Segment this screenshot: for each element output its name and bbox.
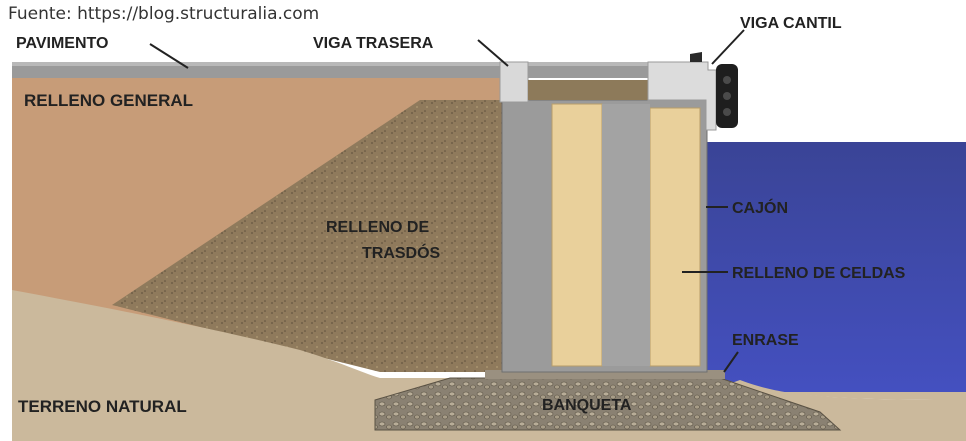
label-relleno-celdas: RELLENO DE CELDAS — [732, 265, 906, 282]
viga-trasera — [499, 61, 529, 103]
celda-1 — [551, 103, 603, 367]
viga-cantil — [647, 61, 717, 131]
label-banqueta: BANQUETA — [542, 397, 632, 414]
label-viga-cantil: VIGA CANTIL — [740, 15, 842, 32]
celda-2 — [649, 107, 701, 367]
source-caption: Fuente: https://blog.structuralia.com — [8, 4, 319, 24]
enrase-layer — [485, 370, 725, 379]
label-relleno-trasdos-1: RELLENO DE — [326, 219, 429, 236]
relleno-trasdos-area — [112, 100, 502, 372]
water-area — [706, 142, 966, 392]
label-relleno-trasdos-2: TRASDÓS — [362, 243, 441, 262]
label-enrase: ENRASE — [732, 332, 799, 349]
leader-pavimento — [149, 43, 189, 69]
leader-viga-cantil — [711, 29, 745, 65]
label-viga-trasera: VIGA TRASERA — [313, 35, 434, 52]
leader-viga-trasera — [477, 39, 509, 67]
bollard — [690, 52, 702, 62]
label-cajon: CAJÓN — [732, 198, 788, 217]
label-pavimento: PAVIMENTO — [16, 35, 108, 52]
banqueta-mound — [375, 378, 840, 430]
leader-enrase — [723, 351, 739, 373]
label-relleno-general: RELLENO GENERAL — [24, 91, 193, 110]
label-terreno-natural: TERRENO NATURAL — [18, 397, 187, 416]
